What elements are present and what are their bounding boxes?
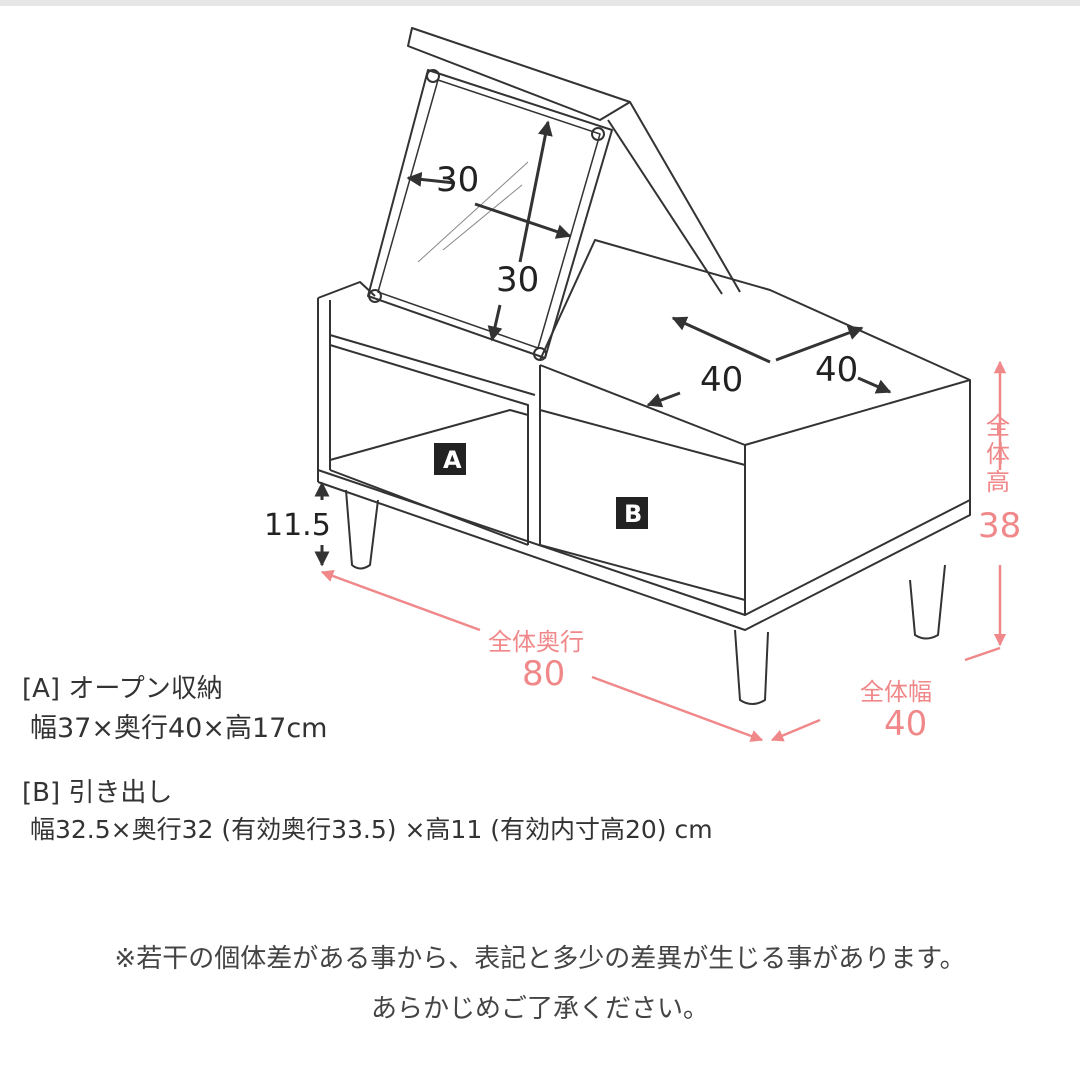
spec-a-detail: 幅37×奥行40×高17cm — [30, 713, 328, 744]
label-a-box — [434, 443, 466, 475]
tray-width-dimension: 40 — [815, 350, 859, 390]
overall-width-value: 40 — [884, 704, 928, 744]
top-border — [0, 0, 1080, 6]
overall-height-label: 全体高 — [986, 412, 1010, 496]
overall-height-value: 38 — [978, 506, 1022, 546]
disclaimer-line-1: ※若干の個体差がある事から、表記と多少の差異が生じる事があります。 — [114, 944, 966, 974]
leg-height-dimension: 11.5 — [264, 508, 331, 543]
disclaimer-line-2: あらかじめご了承ください。 — [370, 994, 709, 1024]
spec-b-title: [B] 引き出し — [22, 778, 173, 808]
overall-dimension-arrows — [320, 360, 1007, 742]
furniture-outline — [317, 27, 971, 705]
spec-b-detail: 幅32.5×奥行32 (有効奥行33.5) ×高11 (有効内寸高20) cm — [30, 815, 713, 844]
tray-depth-dimension: 40 — [700, 360, 744, 400]
label-b-box — [616, 497, 648, 529]
compartment-a-label: A — [443, 446, 462, 474]
dimension-arrows — [314, 120, 892, 567]
overall-width-label: 全体幅 — [860, 678, 932, 706]
mirror-width-dimension: 30 — [436, 160, 480, 200]
overall-depth-label: 全体奥行 — [488, 628, 584, 656]
spec-a-title: [A] オープン収納 — [22, 674, 223, 704]
overall-depth-value: 80 — [522, 654, 566, 694]
mirror-height-dimension: 30 — [496, 260, 540, 300]
compartment-b-label: B — [624, 500, 643, 528]
